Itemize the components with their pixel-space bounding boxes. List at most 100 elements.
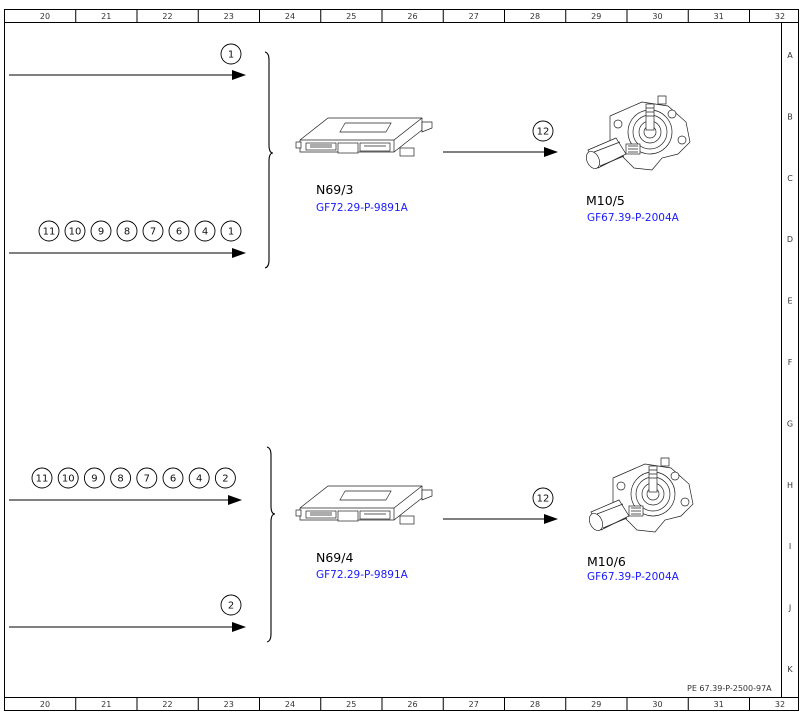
column-label: 28 (530, 700, 540, 709)
window-motor-m10-5[interactable] (583, 95, 691, 172)
column-label: 21 (101, 700, 111, 709)
connection-marker[interactable]: 4 (188, 467, 210, 489)
marker-group: 11 10 9 8 7 6 4 1 (38, 220, 242, 242)
column-label: 23 (224, 700, 234, 709)
row-label: A (787, 51, 793, 60)
connection-marker[interactable]: 7 (142, 220, 164, 242)
row-label: I (789, 542, 791, 551)
window-motor-m10-6[interactable] (586, 457, 694, 534)
marker-label: 12 (537, 127, 550, 138)
marker-label: 6 (170, 474, 176, 485)
column-label: 24 (285, 700, 295, 709)
marker-label: 7 (144, 474, 150, 485)
control-module-n69-4[interactable] (295, 485, 433, 525)
marker-label: 10 (62, 474, 75, 485)
connection-marker[interactable]: 10 (64, 220, 86, 242)
column-labels-top: 20 21 22 23 24 25 26 27 28 29 30 31 32 (40, 12, 785, 21)
column-label: 21 (101, 12, 111, 21)
motor-label: M10/6 (587, 554, 626, 569)
marker-label: 11 (36, 474, 49, 485)
connection-marker[interactable]: 9 (90, 220, 112, 242)
connection-marker[interactable]: 8 (110, 467, 132, 489)
column-label: 31 (714, 700, 724, 709)
connection-marker[interactable]: 1 (220, 43, 242, 65)
connection-marker[interactable]: 11 (38, 220, 60, 242)
column-label: 29 (591, 700, 601, 709)
row-label: F (788, 358, 793, 367)
marker-label: 4 (196, 474, 202, 485)
column-label: 28 (530, 12, 540, 21)
control-module-n69-3[interactable] (295, 117, 433, 157)
top-section: 1 11 10 9 8 7 6 4 1 N69/3 GF72.29-P-9891A 12 M1… (9, 43, 691, 269)
row-label: B (787, 112, 793, 121)
marker-label: 1 (228, 227, 234, 238)
motor-doc-link[interactable]: GF67.39-P-2004A (587, 571, 680, 583)
marker-label: 4 (202, 227, 208, 238)
column-label: 22 (162, 12, 172, 21)
connection-marker[interactable]: 6 (162, 467, 184, 489)
bottom-section: 11 10 9 8 7 6 4 2 2 N69/4 GF72.29-P-9891A 12 M1… (9, 446, 694, 643)
connection-marker[interactable]: 2 (220, 594, 242, 616)
output-marker[interactable]: 12 (532, 120, 554, 142)
column-label: 24 (285, 12, 295, 21)
column-label: 30 (652, 700, 662, 709)
column-label: 20 (40, 12, 50, 21)
column-label: 25 (346, 12, 356, 21)
marker-label: 8 (117, 474, 123, 485)
connection-marker[interactable]: 1 (220, 220, 242, 242)
column-label: 27 (469, 700, 479, 709)
module-label: N69/3 (316, 182, 353, 197)
column-label: 26 (407, 700, 417, 709)
connection-marker[interactable]: 10 (57, 467, 79, 489)
motor-doc-link[interactable]: GF67.39-P-2004A (587, 212, 680, 224)
row-label: H (787, 481, 793, 490)
column-label: 26 (407, 12, 417, 21)
document-reference: PE 67.39-P-2500-97A (687, 684, 772, 693)
connection-marker[interactable]: 4 (194, 220, 216, 242)
module-label: N69/4 (316, 550, 353, 565)
connection-marker[interactable]: 6 (168, 220, 190, 242)
row-label: J (788, 604, 791, 613)
marker-label: 1 (228, 50, 234, 61)
brace (266, 446, 276, 643)
connection-marker[interactable]: 11 (31, 467, 53, 489)
connection-marker[interactable]: 7 (136, 467, 158, 489)
marker-label: 6 (176, 227, 182, 238)
column-label: 32 (775, 12, 785, 21)
column-label: 32 (775, 700, 785, 709)
column-label: 29 (591, 12, 601, 21)
row-label: E (787, 297, 792, 306)
marker-label: 10 (69, 227, 82, 238)
marker-label: 9 (98, 227, 104, 238)
column-labels-bottom: 20 21 22 23 24 25 26 27 28 29 30 31 32 (40, 700, 785, 709)
column-label: 27 (469, 12, 479, 21)
column-dividers (75, 9, 750, 711)
brace (264, 51, 274, 269)
marker-label: 11 (43, 227, 56, 238)
marker-label: 8 (124, 227, 130, 238)
connection-marker[interactable]: 9 (83, 467, 105, 489)
column-label: 22 (162, 700, 172, 709)
column-label: 31 (714, 12, 724, 21)
connection-marker[interactable]: 2 (214, 467, 236, 489)
module-doc-link[interactable]: GF72.29-P-9891A (316, 569, 409, 581)
column-label: 30 (652, 12, 662, 21)
row-label: G (787, 419, 793, 428)
column-label: 20 (40, 700, 50, 709)
marker-label: 2 (222, 474, 228, 485)
row-label: C (787, 174, 793, 183)
output-marker[interactable]: 12 (532, 487, 554, 509)
row-labels: ABCDEFGHIJKL (787, 51, 793, 674)
module-doc-link[interactable]: GF72.29-P-9891A (316, 202, 409, 214)
column-label: 25 (346, 700, 356, 709)
marker-group: 11 10 9 8 7 6 4 2 (31, 467, 236, 489)
motor-label: M10/5 (586, 193, 625, 208)
column-label: 23 (224, 12, 234, 21)
row-label: K (787, 665, 793, 674)
drawing-frame (4, 9, 799, 711)
row-label: D (787, 235, 793, 244)
connection-marker[interactable]: 8 (116, 220, 138, 242)
marker-label: 12 (537, 494, 550, 505)
marker-label: 2 (228, 601, 234, 612)
